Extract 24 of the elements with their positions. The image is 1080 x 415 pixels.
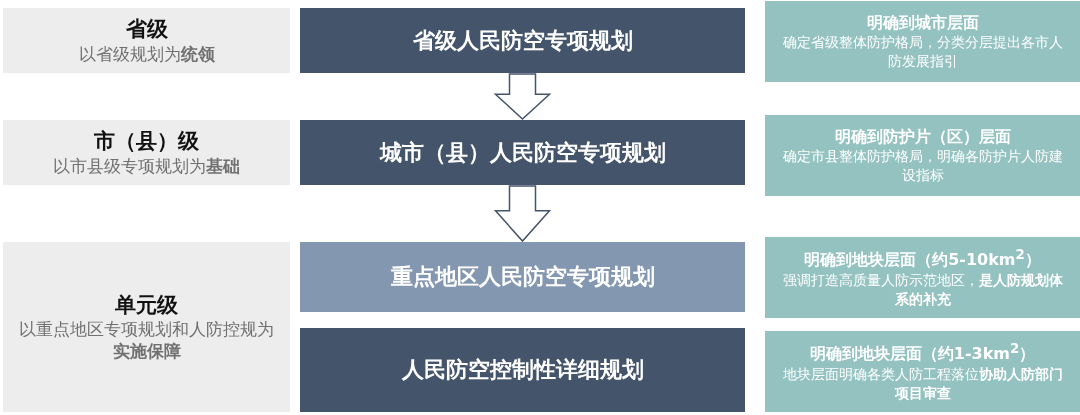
description-text: 以重点地区专项规划和人防控规为实施保障: [18, 318, 275, 363]
plan-box: 省级人民防空专项规划: [300, 8, 745, 73]
description-box: [765, 331, 1080, 412]
heading: 省级: [125, 16, 168, 43]
description-text: 以市县级专项规划为基础: [52, 154, 241, 177]
heading: 市（县）级: [94, 128, 199, 155]
heading: 明确到防护片（区）层面: [834, 125, 1011, 148]
description-box: [765, 1, 1080, 82]
description-text: 确定市县整体防护格局，明确各防护片人防建设指标: [781, 147, 1064, 186]
description-box: [765, 115, 1080, 196]
description-text: 确定省级整体防护格局，分类分层提出各市人防发展指引: [781, 33, 1064, 72]
hollow-arrow: [493, 73, 552, 120]
plan-box: 城市（县）人民防空专项规划: [300, 120, 745, 185]
heading: 明确到地块层面（约5-10km$^{2}$）: [804, 246, 1041, 272]
plan-box: 人民防空控制性详细规划: [300, 328, 745, 412]
description-text: 强调打造高质量人防示范地区，是人防规划体系的补充: [781, 271, 1064, 309]
description-text: 地块层面明确各类人防工程落位协助人防部门项目审查: [781, 365, 1064, 403]
heading: 明确到城市层面: [866, 11, 979, 34]
heading: 单元级: [115, 291, 178, 319]
hollow-arrow: [493, 185, 552, 243]
heading: 明确到地块层面（约1-3km$^{2}$）: [809, 340, 1036, 366]
description-box: [765, 237, 1080, 318]
plan-box: 重点地区人民防空专项规划: [300, 242, 745, 312]
description-text: 以省级规划为统领: [77, 42, 216, 65]
